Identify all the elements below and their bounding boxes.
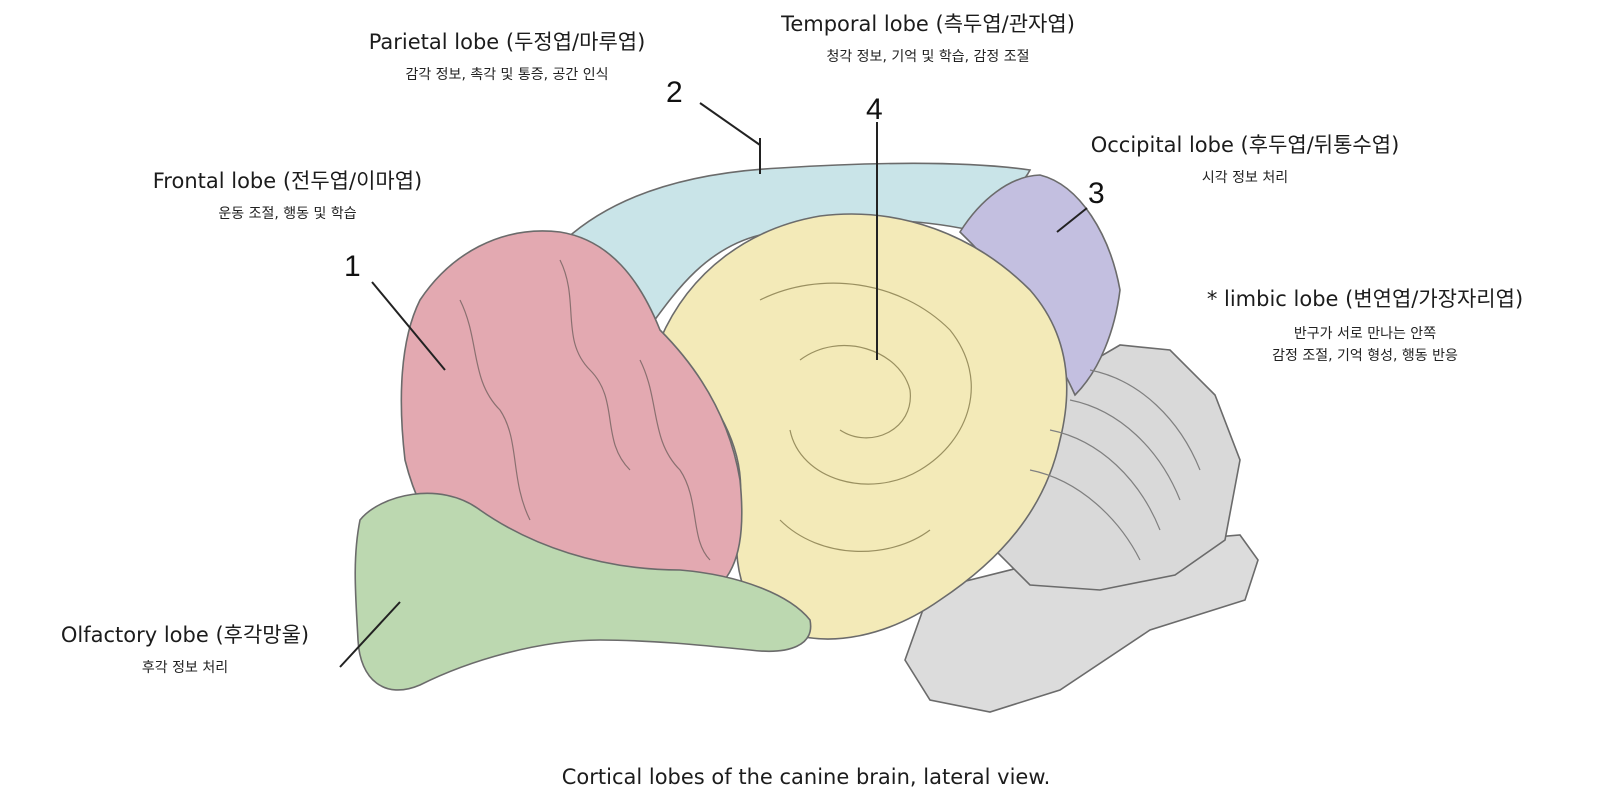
occipital-desc: 시각 정보 처리 — [1201, 170, 1289, 186]
parietal-title: Parietal lobe (두정엽/마루엽) — [368, 30, 646, 54]
number-4: 4 — [866, 93, 883, 126]
label-parietal: Parietal lobe (두정엽/마루엽) 감각 정보, 촉각 및 통증, … — [332, 26, 682, 86]
label-occipital: Occipital lobe (후두엽/뒤통수엽) 시각 정보 처리 — [1055, 129, 1435, 189]
frontal-desc: 운동 조절, 행동 및 학습 — [218, 206, 357, 222]
limbic-desc-line2: 감정 조절, 기억 형성, 행동 반응 — [1272, 348, 1458, 364]
label-temporal: Temporal lobe (측두엽/관자엽) 청각 정보, 기억 및 학습, … — [742, 8, 1114, 68]
olfactory-lobe — [354, 492, 812, 691]
leader-line-1 — [371, 281, 446, 371]
leader-line-3 — [1056, 207, 1088, 233]
frontal-title: Frontal lobe (전두엽/이마엽) — [152, 169, 423, 193]
frontal-lobe — [400, 230, 743, 588]
leader-lines — [339, 102, 1088, 668]
brain-illustration — [354, 162, 1259, 713]
temporal-desc: 청각 정보, 기억 및 학습, 감정 조절 — [826, 49, 1030, 65]
olfactory-title: Olfactory lobe (후각망울) — [60, 623, 310, 647]
olfactory-desc: 후각 정보 처리 — [141, 660, 229, 676]
limbic-desc: 반구가 서로 만나는 안쪽 감정 조절, 기억 형성, 행동 반응 — [1170, 323, 1560, 367]
occipital-title: Occipital lobe (후두엽/뒤통수엽) — [1090, 133, 1400, 157]
limbic-title: * limbic lobe (변연엽/가장자리엽) — [1206, 287, 1524, 311]
number-1: 1 — [344, 250, 361, 283]
number-3: 3 — [1088, 177, 1105, 210]
temporal-title: Temporal lobe (측두엽/관자엽) — [781, 12, 1075, 36]
leader-line-2 — [699, 102, 761, 146]
number-2: 2 — [666, 76, 683, 109]
leader-line-olfactory — [339, 601, 401, 668]
parietal-desc: 감각 정보, 촉각 및 통증, 공간 인식 — [405, 67, 609, 83]
cerebellum-folia — [1029, 369, 1201, 561]
limbic-desc-line1: 반구가 서로 만나는 안쪽 — [1293, 326, 1437, 342]
temporal-gyri — [759, 282, 972, 552]
label-limbic: * limbic lobe (변연엽/가장자리엽) 반구가 서로 만나는 안쪽 … — [1170, 283, 1560, 367]
figure-caption: Cortical lobes of the canine brain, late… — [561, 765, 1051, 789]
frontal-gyri — [459, 259, 711, 561]
label-olfactory: Olfactory lobe (후각망울) 후각 정보 처리 — [20, 619, 350, 679]
label-frontal: Frontal lobe (전두엽/이마엽) 운동 조절, 행동 및 학습 — [120, 165, 455, 225]
